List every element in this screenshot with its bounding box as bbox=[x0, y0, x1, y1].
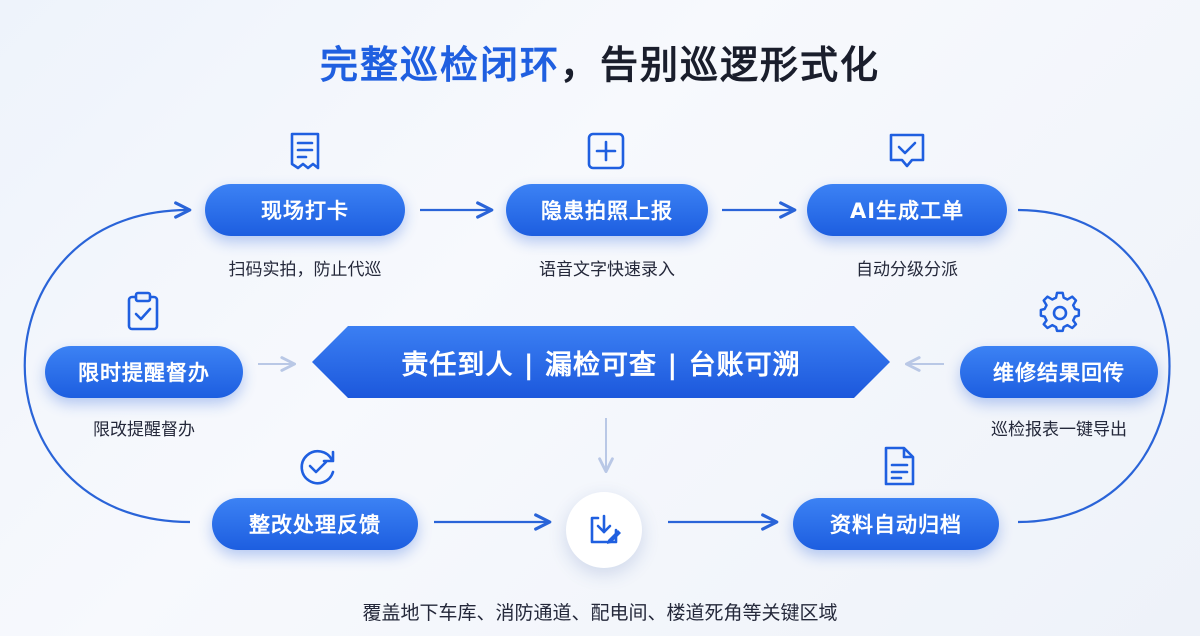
node-report-sub: 语音文字快速录入 bbox=[539, 260, 675, 280]
hub-node bbox=[566, 492, 642, 568]
node-reminder: 限时提醒督办 bbox=[45, 346, 243, 398]
download-edit-icon bbox=[590, 514, 621, 544]
document-icon bbox=[884, 446, 915, 486]
clipboard-check-icon bbox=[127, 291, 159, 331]
node-archive: 资料自动归档 bbox=[793, 498, 999, 550]
banner-shape bbox=[312, 326, 890, 398]
node-checkin-sub: 扫码实拍，防止代巡 bbox=[228, 260, 382, 280]
node-reminder-sub: 限改提醒督办 bbox=[93, 420, 195, 440]
node-report: 隐患拍照上报 bbox=[506, 184, 708, 236]
gear-icon bbox=[1039, 291, 1081, 333]
plus-square-icon bbox=[587, 132, 625, 170]
node-rectify-label: 整改处理反馈 bbox=[249, 513, 381, 537]
node-ai: AI生成工单 bbox=[807, 184, 1007, 236]
node-reminder-label: 限时提醒督办 bbox=[78, 361, 210, 385]
coverage-footer: 覆盖地下车库、消防通道、配电间、楼道死角等关键区域 bbox=[362, 602, 838, 624]
node-ai-sub: 自动分级分派 bbox=[856, 260, 958, 280]
chat-check-icon bbox=[889, 133, 925, 168]
arrow-left-loop bbox=[23, 201, 192, 524]
refresh-check-icon bbox=[300, 449, 335, 485]
arrow-right-loop bbox=[1017, 208, 1171, 524]
node-checkin: 现场打卡 bbox=[205, 184, 405, 236]
node-repair-sub: 巡检报表一键导出 bbox=[991, 420, 1127, 440]
node-report-label: 隐患拍照上报 bbox=[541, 199, 673, 223]
title-rest: ，告别巡逻形式化 bbox=[560, 43, 881, 87]
node-repair-label: 维修结果回传 bbox=[993, 361, 1125, 385]
node-rectify: 整改处理反馈 bbox=[212, 498, 418, 550]
banner-text: 责任到人 | 漏检可查 | 台账可溯 bbox=[401, 349, 801, 381]
node-checkin-label: 现场打卡 bbox=[261, 199, 349, 223]
receipt-icon bbox=[290, 132, 320, 170]
principle-banner: 责任到人 | 漏检可查 | 台账可溯 bbox=[312, 326, 890, 398]
node-archive-label: 资料自动归档 bbox=[830, 513, 962, 537]
title-accent: 完整巡检闭环 bbox=[319, 43, 560, 87]
page-title: 完整巡检闭环，告别巡逻形式化 bbox=[0, 34, 1200, 89]
node-ai-label: AI生成工单 bbox=[849, 199, 965, 223]
node-repair: 维修结果回传 bbox=[960, 346, 1158, 398]
